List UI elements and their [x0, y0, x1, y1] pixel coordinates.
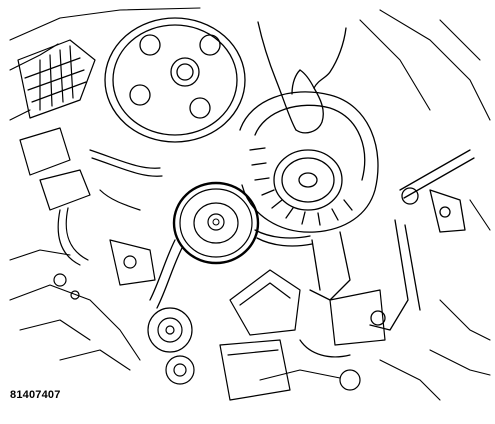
figure-id-label: 81407407 [10, 389, 61, 401]
hose-and-wiring [17, 39, 163, 300]
tensioner-bracket [369, 149, 475, 331]
lower-engine-components [109, 239, 386, 401]
technician-hand [257, 21, 347, 134]
upper-pulley [104, 17, 246, 143]
idler-pulley [172, 181, 260, 265]
drive-belt [149, 229, 313, 309]
alternator [239, 91, 379, 301]
engine-block-outline [9, 7, 491, 401]
